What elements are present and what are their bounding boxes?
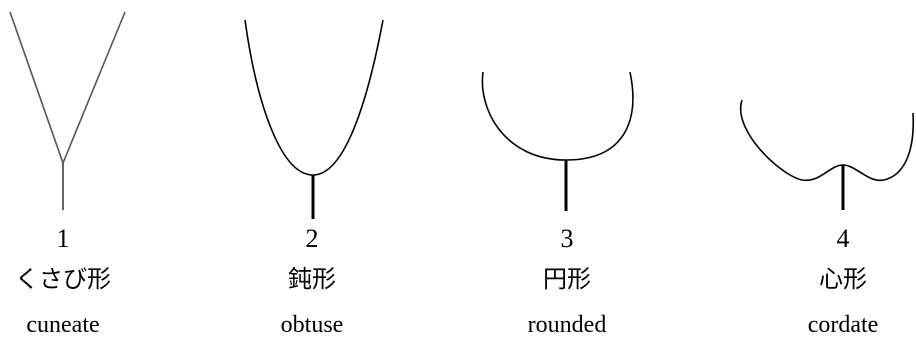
label-japanese-4: 心形 — [819, 265, 867, 293]
label-english-2: obtuse — [280, 312, 344, 338]
label-english-3: rounded — [527, 312, 607, 338]
label-number-1: 1 — [56, 224, 70, 253]
label-english-4: cordate — [807, 312, 879, 338]
label-number-2: 2 — [305, 224, 319, 253]
label-english-1: cuneate — [26, 312, 100, 338]
cordate-shape — [739, 99, 915, 210]
label-japanese-2: 鈍形 — [288, 265, 336, 293]
label-number-4: 4 — [836, 224, 850, 253]
label-number-3: 3 — [560, 224, 574, 253]
obtuse-shape — [244, 19, 384, 219]
cuneate-shape — [9, 11, 126, 210]
rounded-shape — [481, 71, 634, 211]
label-japanese-3: 円形 — [543, 265, 591, 293]
label-japanese-1: くさび形 — [15, 265, 111, 293]
